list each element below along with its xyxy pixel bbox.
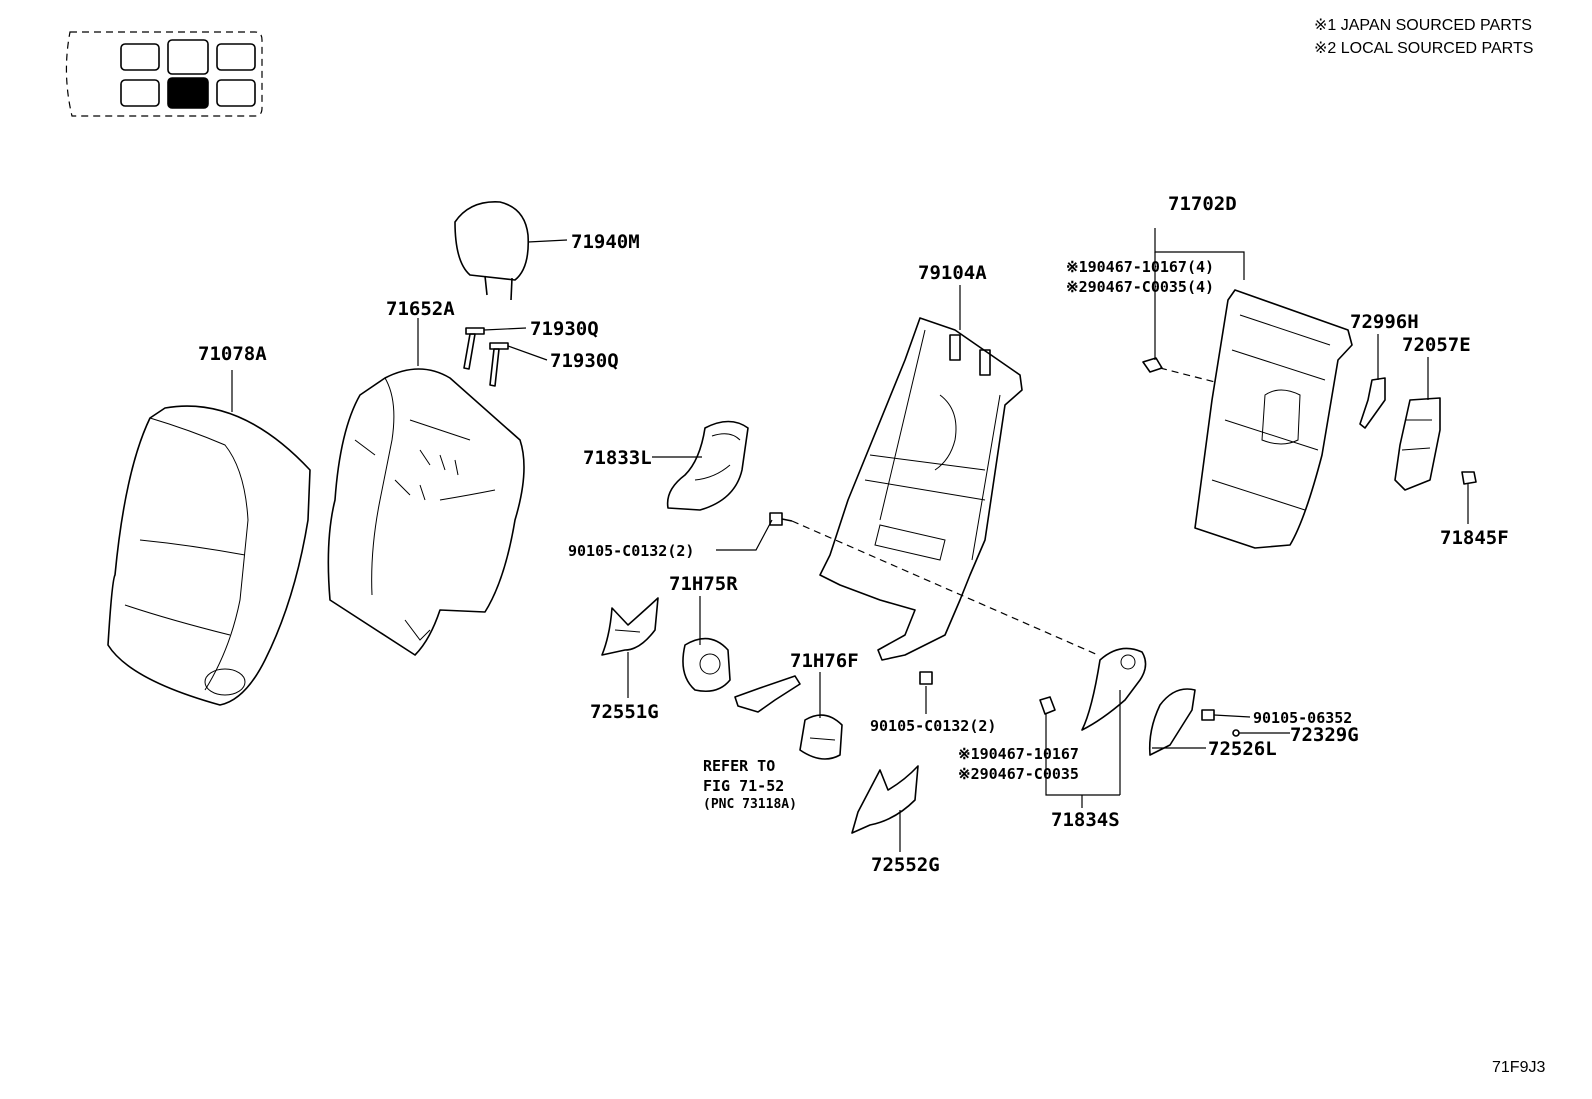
lever-72526l-drawing <box>1148 688 1196 756</box>
seat-locator-icon <box>65 31 263 117</box>
clip-upper-drawing <box>1142 357 1163 373</box>
part-label-71930q-lower[interactable]: 71930Q <box>550 350 619 372</box>
legend-japan-sourced: ※1 JAPAN SOURCED PARTS <box>1314 17 1532 34</box>
seatback-cover-drawing <box>107 405 311 706</box>
part-label-71833l[interactable]: 71833L <box>583 447 652 469</box>
part-label-72551g[interactable]: 72551G <box>590 701 659 723</box>
part-label-72996h[interactable]: 72996H <box>1350 311 1419 333</box>
cover-71h76f-drawing <box>799 714 843 760</box>
reference-note: REFER TO FIG 71-52 (PNC 73118A) <box>703 757 797 812</box>
cover-72552g-drawing <box>851 765 919 834</box>
part-label-71930q-upper[interactable]: 71930Q <box>530 318 599 340</box>
part-label-79104a[interactable]: 79104A <box>918 262 987 284</box>
part-label-71h75r[interactable]: 71H75R <box>669 573 738 595</box>
part-label-90105-c0132-lower[interactable]: 90105-C0132(2) <box>870 717 996 735</box>
part-label-90467-c0035[interactable]: ※290467-C0035 <box>958 765 1079 783</box>
part-label-90105-c0132-upper[interactable]: 90105-C0132(2) <box>568 542 694 560</box>
bezel-72057e-drawing <box>1394 397 1441 491</box>
bracket-drawing <box>734 675 801 713</box>
headrest-drawing <box>454 201 530 301</box>
part-label-71834s[interactable]: 71834S <box>1051 809 1120 831</box>
knob-72996h-drawing <box>1359 377 1386 429</box>
part-label-71702d[interactable]: 71702D <box>1168 193 1237 215</box>
part-label-90467-10167[interactable]: ※190467-10167 <box>958 745 1079 763</box>
part-label-72057e[interactable]: 72057E <box>1402 334 1471 356</box>
headrest-support-drawing <box>463 327 509 387</box>
part-label-71078a[interactable]: 71078A <box>198 343 267 365</box>
part-label-71652a[interactable]: 71652A <box>386 298 455 320</box>
bolt-upper-drawing <box>769 512 793 526</box>
pad-71845f-drawing <box>1461 471 1477 485</box>
part-label-72526l[interactable]: 72526L <box>1208 738 1277 760</box>
refer-line-1: REFER TO <box>703 757 775 775</box>
side-shield-drawing <box>1081 647 1147 731</box>
cover-72551g-drawing <box>601 597 659 656</box>
part-label-90467-c0035-4[interactable]: ※290467-C0035(4) <box>1066 278 1214 296</box>
part-labels: 71078A 71652A 71940M 71930Q 71930Q 71833… <box>198 193 1509 876</box>
part-label-71940m[interactable]: 71940M <box>571 231 640 253</box>
part-label-90467-10167-4[interactable]: ※190467-10167(4) <box>1066 258 1214 276</box>
clip-lower-drawing <box>1039 696 1056 715</box>
seatback-board-drawing <box>1194 289 1353 549</box>
part-label-72329g[interactable]: 72329G <box>1290 724 1359 746</box>
leader-lines <box>231 228 1469 852</box>
seatback-pad-drawing <box>327 368 525 656</box>
screw-drawing <box>1201 709 1240 737</box>
side-trim-drawing <box>666 420 749 511</box>
part-label-71h76f[interactable]: 71H76F <box>790 650 859 672</box>
seat-frame-drawing <box>819 317 1023 661</box>
part-label-72552g[interactable]: 72552G <box>871 854 940 876</box>
alignment-lines <box>791 367 1216 656</box>
bolt-lower-drawing <box>919 671 933 685</box>
recliner-cover-drawing <box>682 637 731 693</box>
part-label-71845f[interactable]: 71845F <box>1440 527 1509 549</box>
refer-line-3: (PNC 73118A) <box>703 797 797 812</box>
refer-line-2[interactable]: FIG 71-52 <box>703 777 784 795</box>
part-label-90105-06352[interactable]: 90105-06352 <box>1253 709 1352 727</box>
figure-code: 71F9J3 <box>1492 1059 1545 1076</box>
legend-local-sourced: ※2 LOCAL SOURCED PARTS <box>1314 40 1533 57</box>
